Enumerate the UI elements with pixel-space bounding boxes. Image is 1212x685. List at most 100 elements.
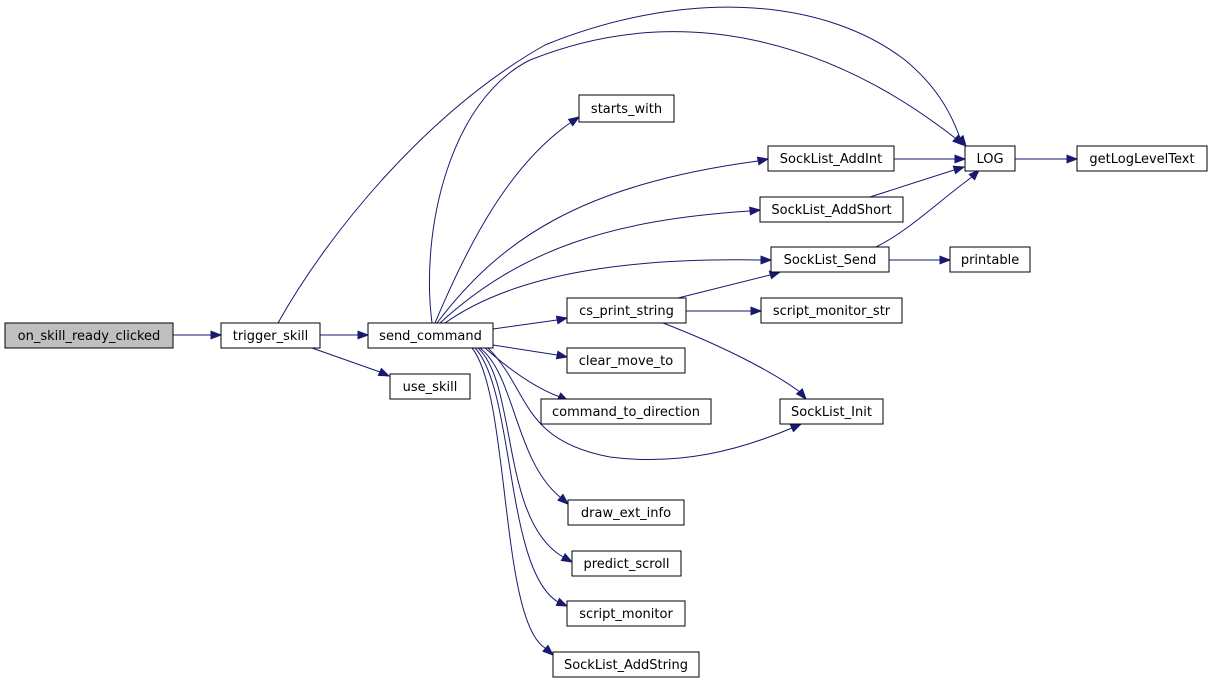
edge-send_command-to-cs_print_string bbox=[492, 315, 569, 330]
node-box bbox=[770, 246, 890, 273]
edge-arrowhead bbox=[555, 315, 569, 325]
node-label: getLogLevelText bbox=[1089, 152, 1194, 167]
edge-arrowhead bbox=[749, 206, 762, 216]
node-label: command_to_direction bbox=[552, 405, 700, 420]
node-box bbox=[964, 145, 1016, 172]
edge-line bbox=[875, 169, 980, 248]
node-script_monitor_str[interactable]: script_monitor_str bbox=[760, 297, 903, 324]
edge-arrowhead bbox=[560, 552, 574, 563]
node-use_skill[interactable]: use_skill bbox=[389, 373, 471, 400]
edge-arrowhead bbox=[750, 306, 763, 316]
edge-send_command-to-command_to_direction bbox=[484, 347, 570, 402]
node-SockList_AddInt[interactable]: SockList_AddInt bbox=[767, 145, 895, 172]
edge-arrowhead bbox=[756, 156, 770, 166]
edge-line bbox=[487, 347, 802, 461]
edge-line bbox=[479, 347, 569, 505]
edge-on_skill_ready_clicked-to-trigger_skill bbox=[168, 330, 223, 340]
node-SockList_AddShort[interactable]: SockList_AddShort bbox=[759, 196, 904, 223]
edge-arrowhead bbox=[567, 116, 581, 127]
edge-send_command-to-SockList_AddString bbox=[471, 347, 555, 656]
node-box bbox=[759, 196, 904, 223]
node-SockList_Init[interactable]: SockList_Init bbox=[779, 398, 884, 425]
edge-cs_print_string-to-SockList_Send bbox=[677, 270, 782, 299]
edge-arrowhead bbox=[789, 423, 803, 433]
edge-arrowhead bbox=[377, 367, 391, 377]
node-label: draw_ext_info bbox=[581, 506, 671, 521]
edge-send_command-to-starts_with bbox=[434, 116, 581, 324]
node-clear_move_to[interactable]: clear_move_to bbox=[566, 347, 686, 374]
node-label: use_skill bbox=[403, 380, 458, 395]
node-label: script_monitor bbox=[579, 607, 673, 622]
edges-layer bbox=[168, 6, 1079, 656]
node-printable[interactable]: printable bbox=[949, 246, 1031, 273]
edge-trigger_skill-to-use_skill bbox=[311, 347, 391, 377]
edge-SockList_Send-to-printable bbox=[889, 255, 952, 265]
edge-send_command-to-SockList_AddInt bbox=[436, 156, 770, 324]
node-predict_scroll[interactable]: predict_scroll bbox=[571, 550, 682, 577]
edge-send_command-to-LOG bbox=[429, 31, 965, 324]
node-label: SockList_AddInt bbox=[780, 152, 882, 167]
node-label: starts_with bbox=[591, 102, 662, 117]
node-send_command[interactable]: send_command bbox=[367, 322, 494, 349]
node-getLogLevelText[interactable]: getLogLevelText bbox=[1076, 145, 1208, 172]
node-label: SockList_Init bbox=[791, 405, 872, 420]
node-command_to_direction[interactable]: command_to_direction bbox=[540, 398, 712, 425]
edge-arrowhead bbox=[557, 493, 570, 505]
edge-arrowhead bbox=[952, 134, 965, 146]
node-SockList_AddString[interactable]: SockList_AddString bbox=[552, 651, 700, 678]
node-box bbox=[566, 347, 686, 374]
edge-line bbox=[311, 347, 390, 377]
edge-line bbox=[277, 6, 967, 324]
edge-arrowhead bbox=[542, 644, 555, 656]
edge-line bbox=[474, 347, 568, 607]
node-box bbox=[760, 297, 903, 324]
node-box bbox=[1076, 145, 1208, 172]
node-starts_with[interactable]: starts_with bbox=[578, 94, 675, 123]
edge-line bbox=[429, 31, 964, 324]
node-script_monitor[interactable]: script_monitor bbox=[566, 600, 686, 627]
edge-send_command-to-SockList_Send bbox=[444, 255, 773, 324]
edge-SockList_AddInt-to-LOG bbox=[894, 154, 967, 164]
node-box bbox=[567, 499, 685, 526]
edge-line bbox=[677, 271, 781, 299]
node-box bbox=[566, 600, 686, 627]
edge-arrowhead bbox=[954, 154, 967, 164]
node-SockList_Send[interactable]: SockList_Send bbox=[770, 246, 890, 273]
node-LOG[interactable]: LOG bbox=[964, 145, 1016, 172]
node-box bbox=[767, 145, 895, 172]
edge-arrowhead bbox=[555, 597, 569, 607]
edge-arrowhead bbox=[210, 330, 223, 340]
node-box bbox=[566, 297, 687, 324]
edge-SockList_Send-to-LOG bbox=[875, 169, 980, 248]
node-label: send_command bbox=[379, 329, 482, 344]
edge-line bbox=[492, 317, 568, 330]
node-cs_print_string[interactable]: cs_print_string bbox=[566, 297, 687, 324]
edge-cs_print_string-to-SockList_Init bbox=[662, 322, 807, 401]
node-box bbox=[578, 94, 675, 123]
edge-SockList_AddShort-to-LOG bbox=[869, 165, 966, 198]
edge-line bbox=[444, 259, 771, 324]
node-box bbox=[367, 322, 494, 349]
edge-arrowhead bbox=[968, 169, 980, 181]
edge-send_command-to-SockList_Init bbox=[487, 347, 803, 461]
node-on_skill_ready_clicked[interactable]: on_skill_ready_clicked bbox=[4, 322, 174, 349]
node-draw_ext_info[interactable]: draw_ext_info bbox=[567, 499, 685, 526]
node-box bbox=[220, 322, 321, 349]
edge-line bbox=[434, 116, 580, 324]
edge-line bbox=[477, 347, 573, 563]
nodes-layer: on_skill_ready_clicked trigger_skill send_… bbox=[4, 94, 1208, 678]
node-label: on_skill_ready_clicked bbox=[18, 329, 161, 344]
node-label: clear_move_to bbox=[579, 354, 673, 369]
node-box bbox=[949, 246, 1031, 273]
edge-LOG-to-getLogLevelText bbox=[1015, 154, 1079, 164]
edge-send_command-to-clear_move_to bbox=[492, 344, 569, 360]
edge-send_command-to-script_monitor bbox=[474, 347, 569, 607]
node-trigger_skill[interactable]: trigger_skill bbox=[220, 322, 321, 349]
node-box bbox=[389, 373, 471, 400]
node-label: script_monitor_str bbox=[773, 304, 891, 319]
node-box bbox=[571, 550, 682, 577]
edge-arrowhead bbox=[1066, 154, 1079, 164]
node-box bbox=[4, 322, 174, 349]
node-label: LOG bbox=[976, 152, 1003, 167]
